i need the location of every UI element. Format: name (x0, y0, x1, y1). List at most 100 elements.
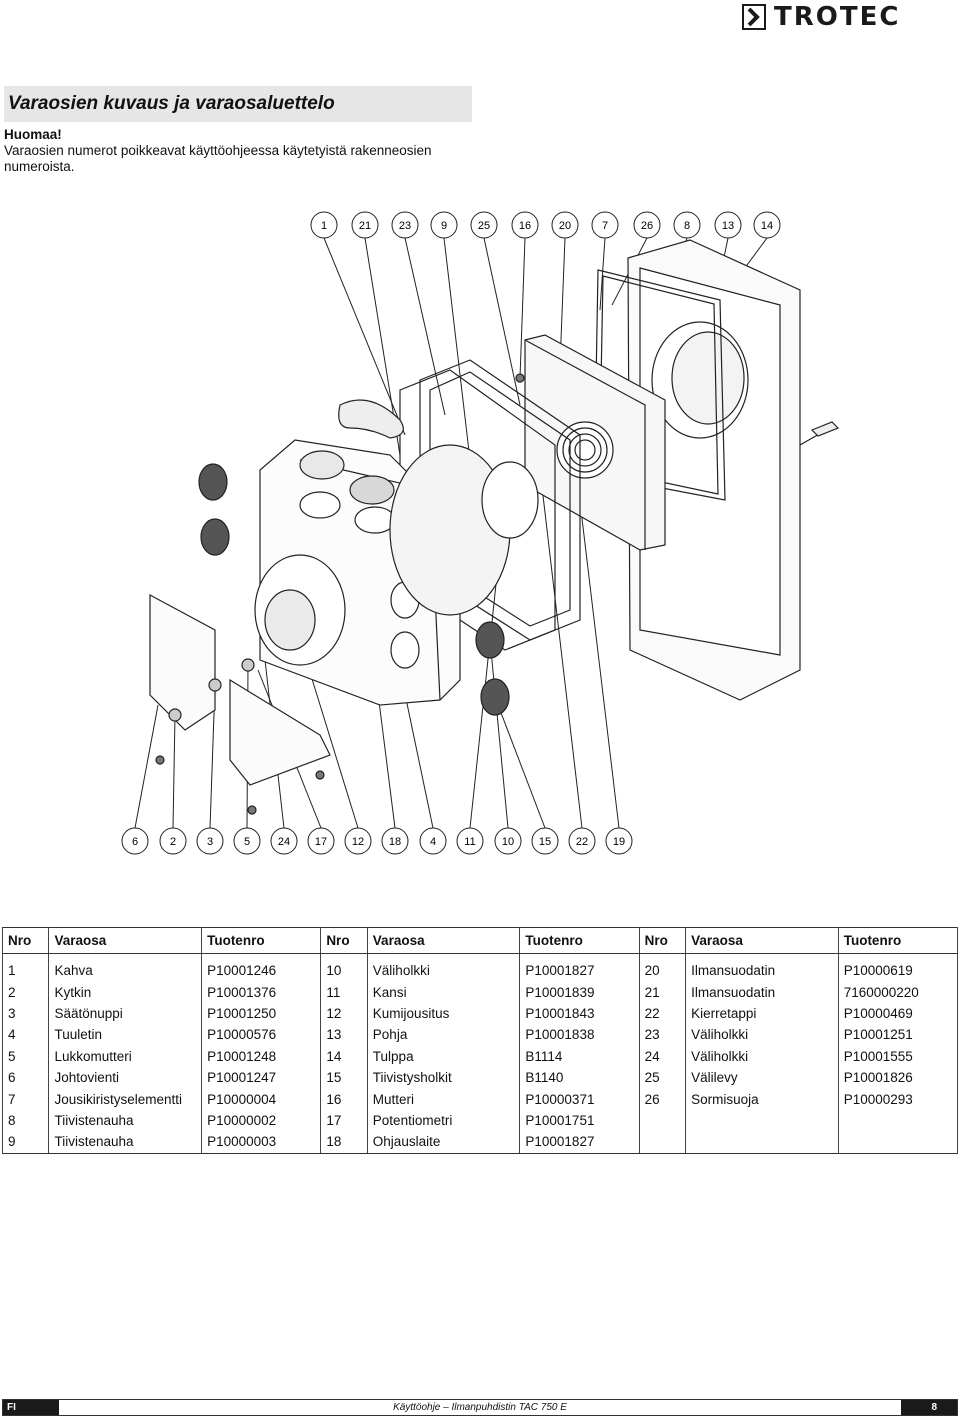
table-cell: Säätönuppi (48, 1002, 203, 1025)
table-cell: 18 (320, 1131, 368, 1154)
callout-bubble (551, 211, 579, 239)
table-cell: 15 (320, 1066, 368, 1089)
table-cell: 7160000220 (837, 981, 959, 1003)
page-footer: Käyttöohje – Ilmanpuhdistin TAC 750 E FI… (2, 1399, 958, 1416)
table-cell (638, 1131, 687, 1154)
page-number: 8 (901, 1400, 957, 1415)
section-heading: Varaosien kuvaus ja varaosaluettelo (4, 86, 472, 122)
table-cell: P10000371 (519, 1088, 640, 1110)
callout-leader-line (539, 469, 583, 829)
callout-leader-line (172, 714, 176, 829)
table-cell: 13 (320, 1024, 368, 1046)
table-cell: P10000002 (201, 1109, 322, 1132)
callout-label: 1 (321, 220, 327, 232)
table-cell: Ohjauslaite (366, 1131, 521, 1154)
callout-leader-line (489, 639, 509, 829)
table-cell: 10 (320, 953, 368, 982)
table-cell: P10001751 (519, 1109, 640, 1132)
callout-bubble (568, 827, 596, 855)
callout-bubble (344, 827, 372, 855)
callout-label: 8 (684, 220, 690, 232)
callout-label: 4 (430, 836, 436, 848)
callout-leader-line (519, 237, 526, 379)
table-cell: Ilmansuodatin (685, 981, 839, 1003)
callout-bubble (121, 827, 149, 855)
table-cell: P10001839 (519, 981, 640, 1003)
column-header: Nro (1, 927, 50, 954)
column-header: Tuotenro (519, 927, 640, 954)
table-cell: 8 (1, 1109, 50, 1132)
table-cell: Tiivistysholkit (366, 1066, 521, 1089)
callout-label: 14 (761, 220, 773, 232)
grille-drawing (200, 518, 230, 556)
table-cell: P10000619 (837, 953, 959, 982)
callout-label: 11 (464, 836, 475, 848)
spare-parts-table: Nro Varaosa Tuotenro Nro Varaosa Tuotenr… (1, 927, 959, 1154)
table-cell (638, 1109, 687, 1132)
table-cell: Lukkomutteri (48, 1045, 203, 1067)
table-cell: P10001247 (201, 1066, 322, 1089)
table-cell: Potentiometri (366, 1109, 521, 1132)
table-cell: Sormisuoja (685, 1088, 839, 1110)
table-cell: 3 (1, 1002, 50, 1025)
callout-label: 7 (602, 220, 608, 232)
table-cell: P10001827 (519, 953, 640, 982)
table-cell: 25 (638, 1066, 687, 1089)
table-cell: P10001555 (837, 1045, 959, 1067)
footer-title: Käyttöohje – Ilmanpuhdistin TAC 750 E (393, 1402, 567, 1413)
callout-leader-line (483, 237, 521, 406)
callout-label: 20 (559, 220, 571, 232)
callout-bubble (633, 211, 661, 239)
callout-label: 16 (519, 220, 531, 232)
note-title: Huomaa! (4, 127, 62, 142)
callout-bubble (753, 211, 781, 239)
callout-label: 25 (478, 220, 490, 232)
fan-drawing (254, 444, 539, 666)
table-cell: Kierretappi (685, 1002, 839, 1025)
table-cell: 14 (320, 1045, 368, 1067)
callout-bubble (391, 211, 419, 239)
callout-label: 24 (278, 836, 290, 848)
callout-label: 26 (641, 220, 653, 232)
filter-panel-drawing (524, 334, 666, 551)
column-header: Varaosa (685, 927, 839, 954)
callout-label: 15 (539, 836, 551, 848)
table-cell: Välilevy (685, 1066, 839, 1089)
callout-label: 6 (132, 836, 138, 848)
table-cell: Ilmansuodatin (685, 953, 839, 982)
table-cell: P10000004 (201, 1088, 322, 1110)
callout-label: 5 (244, 836, 250, 848)
table-cell: Tuuletin (48, 1024, 203, 1046)
table-cell: 6 (1, 1066, 50, 1089)
table-cell: 20 (638, 953, 687, 982)
table-cell: 16 (320, 1088, 368, 1110)
table-cell: Tiivistenauha (48, 1131, 203, 1154)
callout-leader-line (404, 237, 446, 416)
callout-label: 23 (399, 220, 411, 232)
table-cell (837, 1131, 959, 1154)
table-cell: Kytkin (48, 981, 203, 1003)
brand-name: TROTEC (774, 2, 901, 32)
callout-bubble (456, 827, 484, 855)
callout-bubble (159, 827, 187, 855)
table-cell: P10001251 (837, 1024, 959, 1046)
footer-language: FI (3, 1400, 59, 1415)
callout-bubble (591, 211, 619, 239)
column-header: Nro (320, 927, 368, 954)
callout-label: 10 (502, 836, 514, 848)
callout-bubble (470, 211, 498, 239)
table-cell: 11 (320, 981, 368, 1003)
column-header: Varaosa (48, 927, 203, 954)
callout-leader-line (599, 237, 606, 311)
grille-drawing (198, 463, 228, 501)
table-cell (685, 1131, 839, 1154)
table-cell: B1114 (519, 1045, 640, 1067)
callout-label: 19 (613, 836, 625, 848)
callout-bubble (270, 827, 298, 855)
callout-label: 17 (315, 836, 327, 848)
callout-leader-line (574, 459, 620, 829)
